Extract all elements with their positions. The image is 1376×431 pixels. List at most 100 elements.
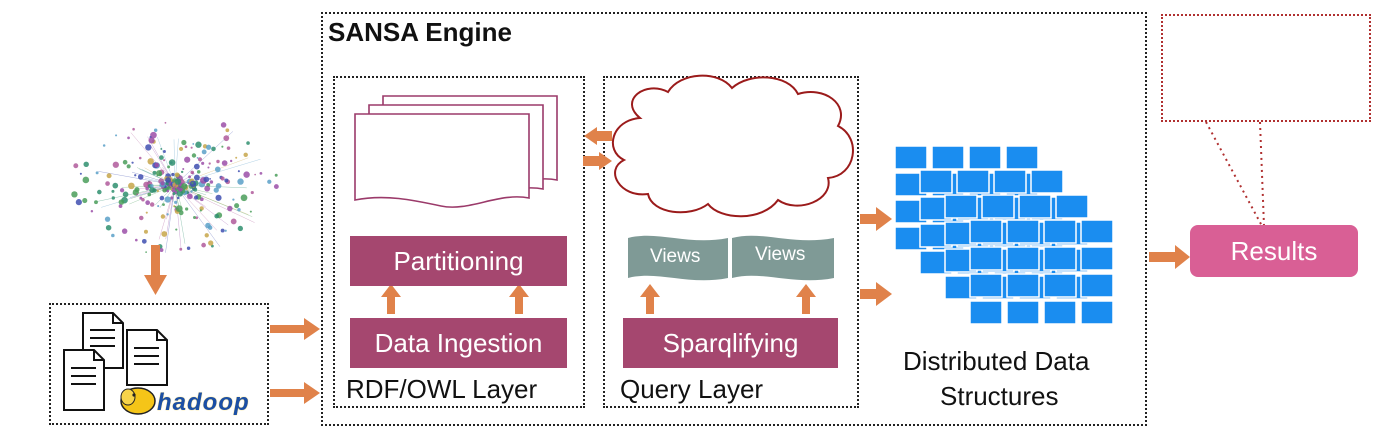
data-tile	[969, 246, 1003, 271]
graph-node	[187, 182, 191, 185]
graph-node	[207, 166, 210, 169]
graph-edge	[165, 184, 176, 253]
graph-node	[199, 209, 202, 212]
graph-node	[82, 198, 88, 204]
arrow-ingestion-to-partitioning-2	[509, 284, 529, 314]
graph-node	[191, 182, 194, 184]
graph-node	[90, 210, 94, 213]
results-callout-pointer	[1205, 121, 1265, 227]
arrow-rdf-to-query	[583, 152, 612, 170]
arrow-query-to-distributed-1	[860, 207, 892, 231]
data-tile	[968, 145, 1002, 170]
data-tile	[1006, 246, 1040, 271]
graph-node	[188, 175, 192, 179]
graph-node	[215, 194, 222, 201]
graph-node	[171, 172, 175, 177]
graph-node	[174, 178, 182, 185]
data-tile	[1006, 300, 1040, 325]
data-tile	[969, 300, 1003, 325]
graph-node	[195, 141, 202, 148]
arrow-sparqlifying-to-views-2	[796, 284, 816, 314]
graph-node	[186, 246, 191, 251]
graph-node	[201, 242, 206, 248]
data-tile	[919, 169, 953, 194]
graph-node	[97, 189, 102, 195]
data-tile	[1006, 219, 1040, 244]
graph-node	[250, 190, 254, 195]
graph-node	[201, 161, 205, 165]
graph-node	[191, 153, 197, 158]
graph-node	[240, 194, 248, 202]
data-tile	[1043, 300, 1077, 325]
graph-node	[105, 181, 110, 186]
graph-node	[95, 171, 99, 175]
data-tile	[981, 194, 1015, 219]
graph-node	[141, 238, 147, 244]
graph-node	[237, 178, 244, 185]
graph-node	[209, 180, 214, 184]
graph-node	[134, 187, 140, 193]
graph-node	[184, 145, 188, 149]
arrow-sparqlifying-to-views-1	[640, 284, 660, 314]
graph-node	[221, 145, 224, 148]
graph-node	[203, 176, 210, 183]
graph-node	[237, 225, 243, 232]
graph-node	[191, 171, 194, 175]
graph-node	[237, 170, 240, 173]
graph-node	[137, 174, 144, 180]
graph-node	[175, 228, 178, 231]
data-tile	[1030, 169, 1064, 194]
graph-node	[259, 171, 263, 175]
graph-node	[79, 172, 82, 175]
graph-node	[122, 191, 129, 198]
graph-edge	[157, 137, 176, 186]
graph-node	[159, 195, 165, 201]
graph-node	[134, 174, 137, 177]
data-tile	[1080, 273, 1114, 298]
graph-node	[166, 189, 170, 193]
graph-node	[105, 224, 112, 231]
graph-node	[208, 240, 214, 246]
graph-node	[118, 199, 125, 205]
data-tile	[931, 145, 965, 170]
graph-node	[148, 137, 155, 144]
rdf-owl-layer-label: RDF/OWL Layer	[346, 374, 538, 404]
graph-node	[216, 159, 220, 164]
graph-node	[243, 152, 248, 158]
rdf-graph-visual	[71, 121, 279, 253]
data-tile	[1080, 219, 1114, 244]
graph-node	[149, 202, 155, 207]
graph-node	[145, 186, 149, 191]
graph-node	[149, 187, 156, 193]
data-tile	[1080, 300, 1114, 325]
graph-node	[174, 172, 180, 178]
graph-node	[82, 176, 90, 184]
graph-node	[132, 127, 135, 131]
arrow-engine-to-results	[1149, 245, 1190, 269]
graph-node	[187, 193, 193, 200]
graph-node	[221, 160, 228, 166]
graph-node	[139, 215, 144, 221]
results-box: Results	[1190, 225, 1358, 277]
graph-node	[213, 187, 219, 193]
graph-node	[190, 190, 193, 193]
graph-node	[189, 180, 197, 188]
graph-node	[162, 203, 165, 207]
graph-node	[223, 135, 230, 142]
graph-node	[147, 192, 152, 197]
graph-node	[111, 189, 115, 193]
graph-node	[111, 233, 115, 238]
graph-node	[83, 161, 89, 168]
graph-node	[160, 214, 166, 219]
graph-node	[162, 187, 167, 193]
data-tile	[1018, 194, 1052, 219]
graph-node	[235, 156, 238, 159]
graph-node	[159, 184, 162, 187]
graph-node	[75, 199, 82, 206]
graph-node	[174, 200, 178, 204]
graph-node	[182, 167, 185, 170]
graph-node	[205, 222, 211, 229]
graph-node	[102, 144, 106, 147]
graph-node	[147, 158, 154, 165]
graph-node	[220, 228, 225, 233]
